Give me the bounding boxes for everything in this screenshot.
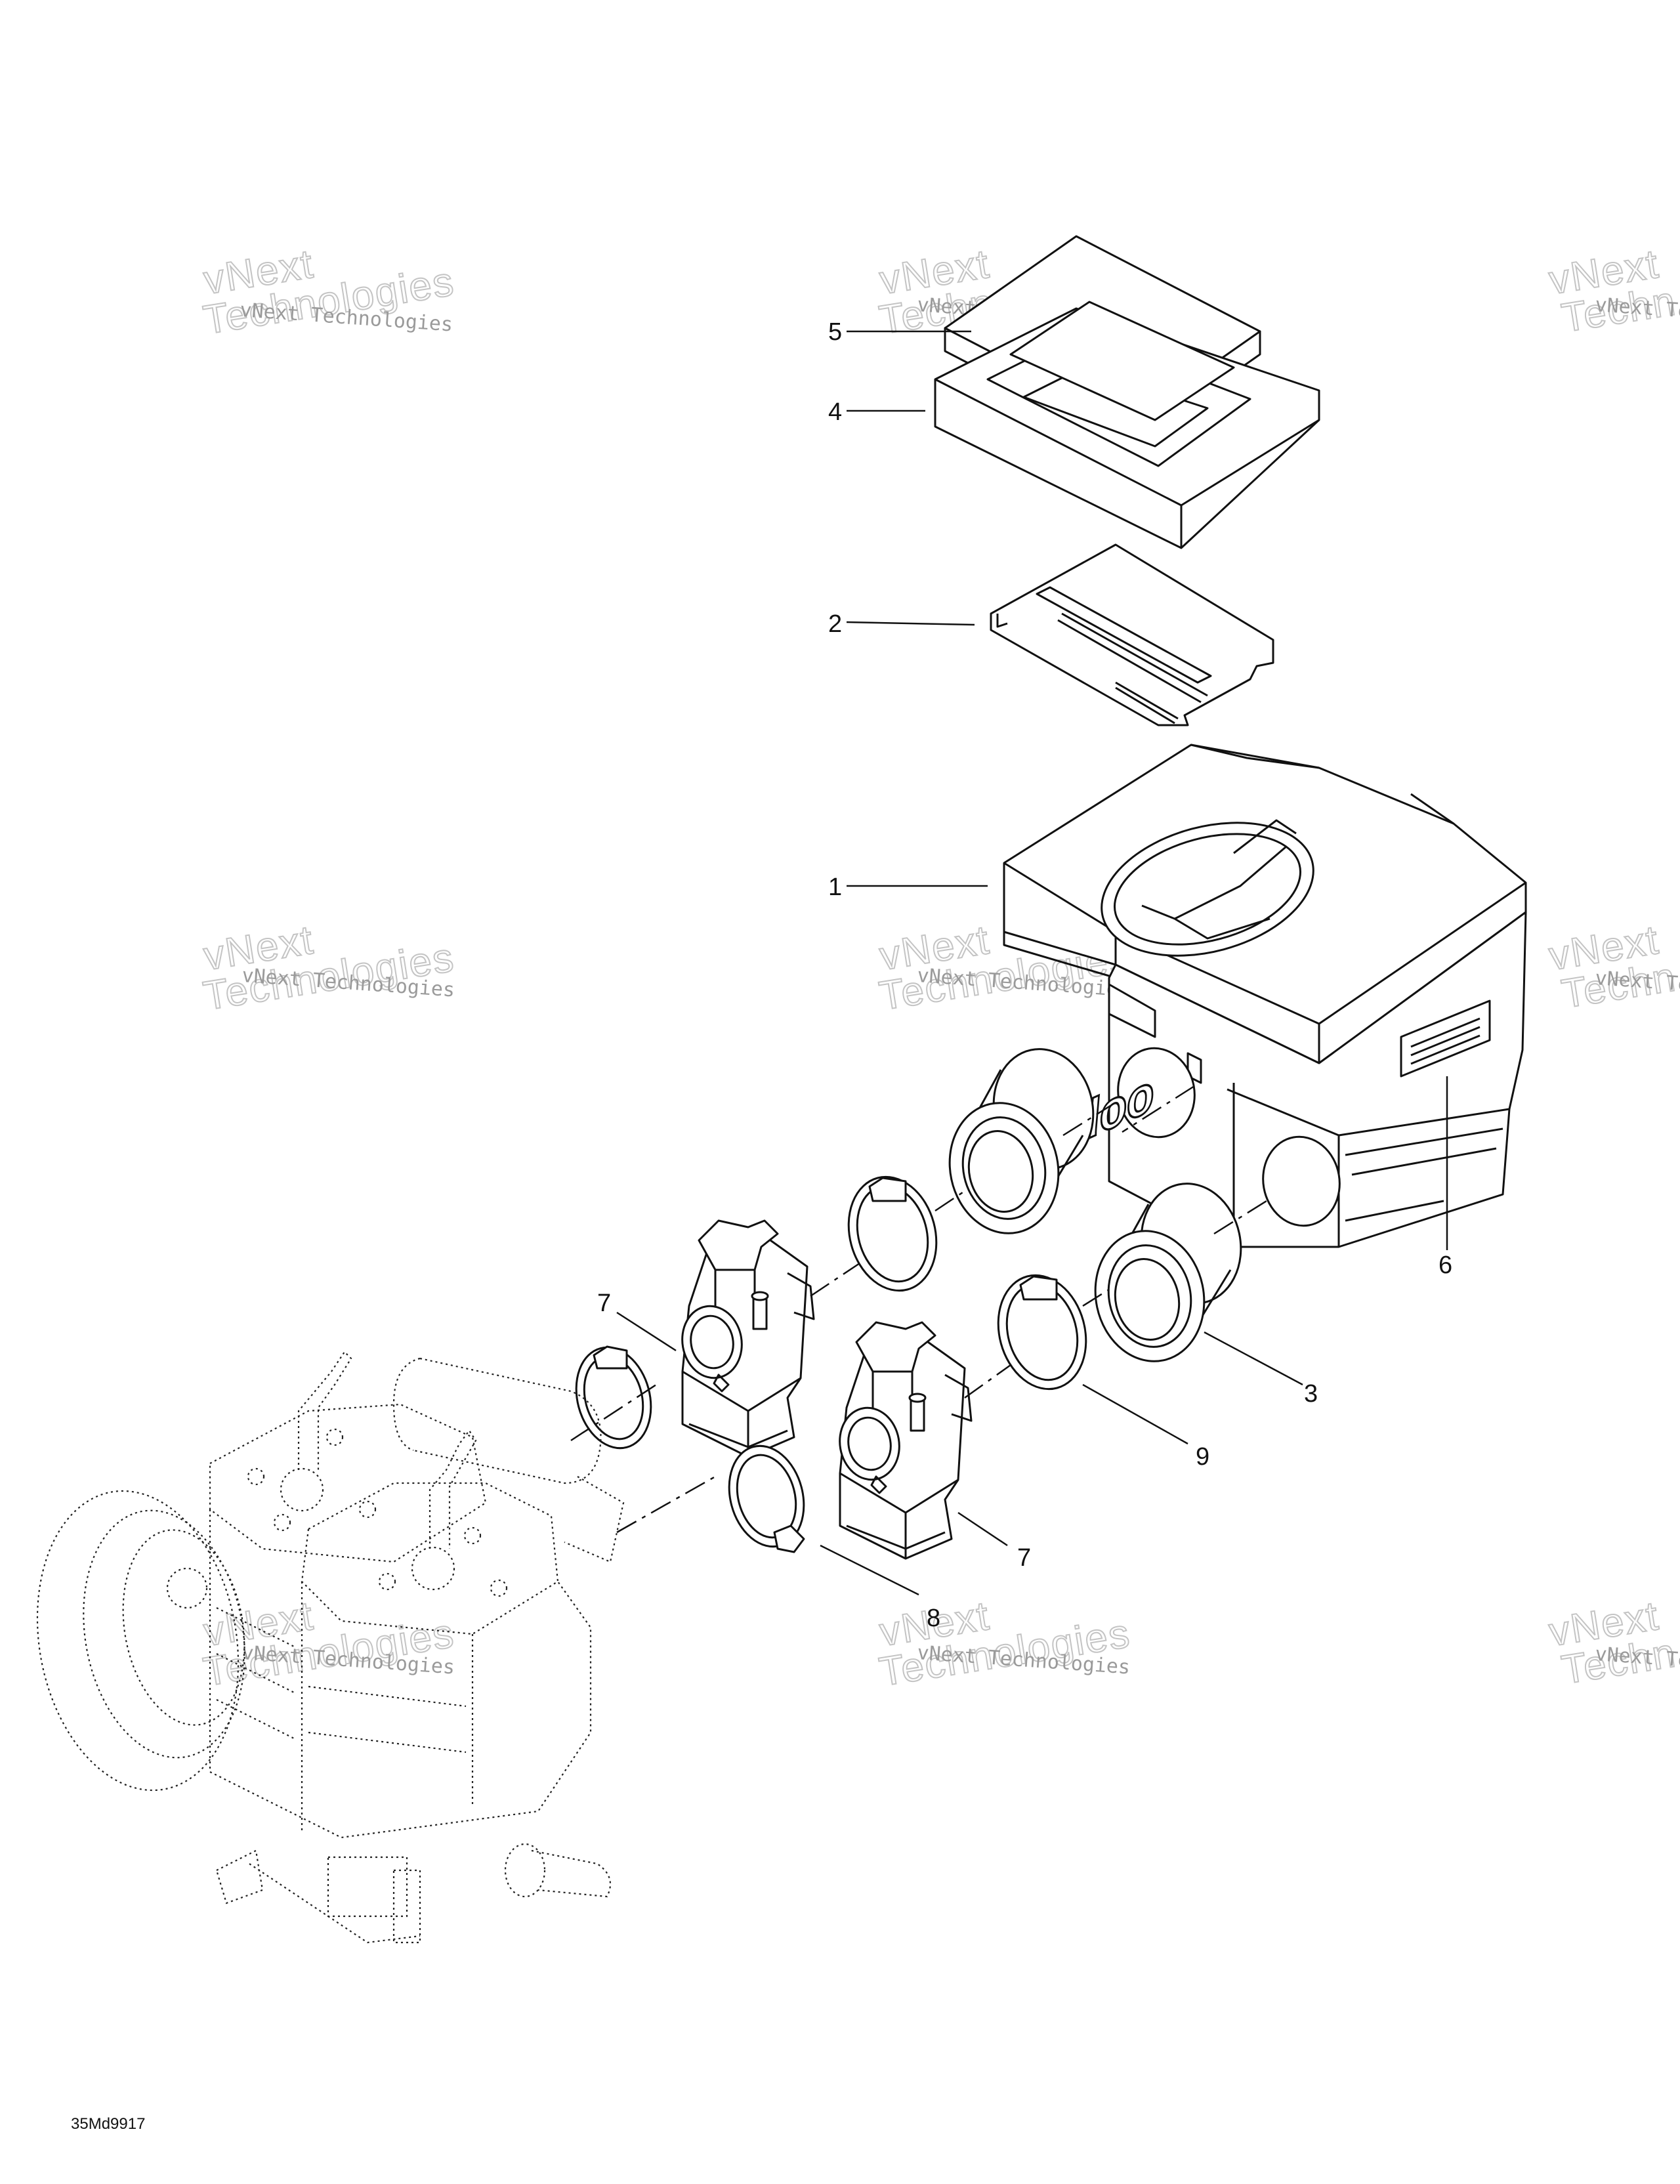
assembly-centerlines bbox=[570, 1085, 1267, 1534]
callout-9: 9 bbox=[1196, 1443, 1209, 1471]
callout-3: 3 bbox=[1304, 1380, 1318, 1408]
figure-id: 35Md9917 bbox=[71, 2115, 145, 2133]
part-8-clamp-upper bbox=[575, 1345, 652, 1450]
part-7-carburetor-lower bbox=[839, 1321, 973, 1560]
callout-1: 1 bbox=[828, 873, 842, 901]
part-9-clamp-upper bbox=[847, 1175, 938, 1292]
callout-7-lower: 7 bbox=[1017, 1544, 1031, 1572]
part-9-clamp-lower bbox=[997, 1274, 1087, 1391]
callout-6: 6 bbox=[1438, 1251, 1452, 1279]
part-4-filter-frame bbox=[934, 301, 1320, 549]
callout-2: 2 bbox=[828, 610, 842, 638]
part-2-screen-plate bbox=[990, 543, 1274, 726]
part-7-carburetor-upper bbox=[681, 1219, 815, 1458]
callout-5: 5 bbox=[828, 318, 842, 346]
callout-7-upper: 7 bbox=[597, 1290, 611, 1317]
part-3-rubber-adaptor-upper bbox=[948, 1048, 1095, 1234]
engine-reference-outline bbox=[36, 1351, 625, 1944]
part-3-rubber-adaptor-lower bbox=[1094, 1183, 1242, 1362]
callout-8: 8 bbox=[927, 1605, 940, 1632]
callouts: 5 4 2 1 6 7 3 9 7 8 bbox=[597, 318, 1452, 1632]
part-6-decal bbox=[1400, 999, 1491, 1078]
callout-4: 4 bbox=[828, 398, 842, 426]
part-8-clamp-lower bbox=[728, 1444, 805, 1553]
leader-lines bbox=[616, 330, 1448, 1596]
